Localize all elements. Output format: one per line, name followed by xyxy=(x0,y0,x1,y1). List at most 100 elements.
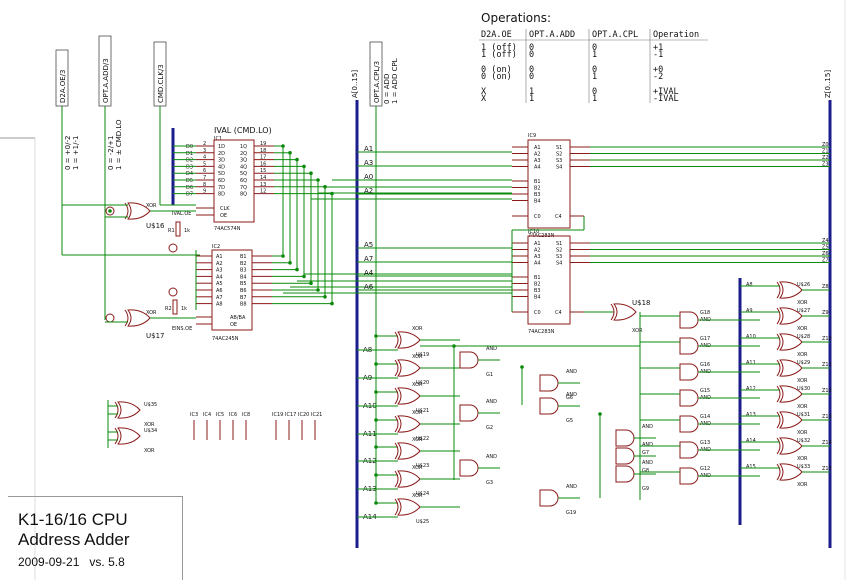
gate-type: XOR xyxy=(412,326,423,332)
adder-a-pin: A1 xyxy=(534,241,541,247)
ic1-q-pin: 6Q xyxy=(240,178,247,184)
ic2-b-pin: B1 xyxy=(240,254,247,260)
bus-label-z: Z[0..15] xyxy=(824,70,832,98)
ops-cell: +1 xyxy=(653,43,663,53)
ic2-a-pin: A8 xyxy=(216,302,223,308)
and-gate-mid xyxy=(615,465,635,483)
gate-xor-arc xyxy=(776,463,781,481)
gate-xor-arc xyxy=(776,385,781,403)
a-net-label: A14 xyxy=(746,438,756,444)
adder-body xyxy=(527,235,571,325)
xor-gate-left xyxy=(394,415,421,433)
ops-cell: 0 xyxy=(529,65,534,75)
and-gate-mid xyxy=(615,447,635,465)
ic-power-ref: IC3 xyxy=(190,412,198,418)
gate-xor-arc xyxy=(124,202,129,220)
gate-type: XOR xyxy=(412,410,423,416)
gate-ref: G18 xyxy=(700,310,710,316)
ops-cell: +0 xyxy=(653,65,663,75)
adder-s-pin: S1 xyxy=(556,241,562,247)
a-net-label: A13 xyxy=(746,412,756,418)
and-gate-mid xyxy=(539,489,559,507)
adder-a-pin: A4 xyxy=(534,165,541,171)
ic2-b-pin: B6 xyxy=(240,288,247,294)
net-label: EINS.OE xyxy=(172,326,192,332)
gate-body xyxy=(459,459,479,477)
gate-ref: G2 xyxy=(486,425,493,431)
gate-body xyxy=(779,463,803,481)
z-net-label: Z1 xyxy=(822,149,829,155)
ic1-d-pin: 5D xyxy=(218,171,225,177)
adder-s-pin: S2 xyxy=(556,152,562,158)
a-net-label: A2 xyxy=(364,187,373,195)
ic2-a-pin: A6 xyxy=(216,288,223,294)
ic1-part: 74AC574N xyxy=(214,226,241,232)
tag-d2a-oe: D2A.OE/3 xyxy=(59,70,67,103)
a-net-label: A11 xyxy=(746,360,756,366)
note-cpl-0: 0 = ADD xyxy=(383,74,391,104)
gate-body xyxy=(615,465,635,483)
z-net-label: Z2 xyxy=(822,155,829,161)
ic1-q-pin: 4Q xyxy=(240,164,247,170)
adder-c4-pin: C4 xyxy=(555,310,562,316)
note-d2a-1: 1 = +1/-1 xyxy=(72,136,80,170)
xor-gate-right xyxy=(776,437,803,455)
xor-gate-left xyxy=(394,470,421,488)
junction xyxy=(520,365,524,369)
ops-cell: -2 xyxy=(653,72,663,82)
gate-xor-arc xyxy=(124,309,129,327)
gate-type: XOR xyxy=(797,482,808,488)
gate-xor-arc xyxy=(394,359,399,377)
gate-xor-arc xyxy=(394,470,399,488)
gate-body xyxy=(397,387,421,405)
adder-c0-pin: C0 xyxy=(534,310,541,316)
gate-ref: U$25 xyxy=(416,519,429,525)
gate-body xyxy=(779,307,803,325)
gate-xor-arc xyxy=(394,442,399,460)
note-add-0: 0 = -2/+1 xyxy=(107,136,115,170)
gate-xor-arc xyxy=(776,307,781,325)
a-net-label: A4 xyxy=(364,269,374,277)
and-gate-mid xyxy=(459,404,479,422)
ic1-clk-pin: CLK xyxy=(220,206,230,212)
gate-type: XOR xyxy=(797,326,808,332)
gate-type: AND xyxy=(642,460,653,466)
ic1-input-label: D7 xyxy=(186,192,193,198)
carry-logic: A8XORU$19A9XORU$20A10XORU$21A11XORU$22A1… xyxy=(357,281,832,525)
operations-heading: Operations: xyxy=(481,11,551,25)
pin-number: 16 xyxy=(260,161,266,167)
adder-c4-pin: C4 xyxy=(555,214,562,220)
adder-a-pin: A3 xyxy=(534,254,541,260)
adder-ref: IC9 xyxy=(528,133,536,139)
gate-body xyxy=(539,374,559,392)
ic2-a-pin: A5 xyxy=(216,281,223,287)
resistor-r1 xyxy=(175,221,181,237)
gate-xor-arc xyxy=(114,401,119,419)
ops-cell: 0 xyxy=(529,50,534,60)
gate-body xyxy=(679,389,699,407)
adder-a-pin: A2 xyxy=(534,152,541,158)
and-gate-right xyxy=(679,337,699,355)
z-net-label: Z14 xyxy=(822,440,832,446)
ops-header: OPT.A.CPL xyxy=(592,30,638,40)
gate-body xyxy=(679,415,699,433)
gate-type: AND xyxy=(486,454,497,460)
gate-ref: G17 xyxy=(700,336,710,342)
xor-gate-right xyxy=(776,463,803,481)
note-d2a-0: 0 = +0/-2 xyxy=(64,136,72,170)
ic1-d-pin: 6D xyxy=(218,178,225,184)
adder-s-pin: S4 xyxy=(556,261,562,267)
adder-a-pin: A3 xyxy=(534,158,541,164)
gate-type: XOR xyxy=(797,430,808,436)
ops-cell: 1 xyxy=(592,94,597,104)
gate-ref: G1 xyxy=(486,372,493,378)
gate-xor-arc xyxy=(776,359,781,377)
and-gate-right xyxy=(679,441,699,459)
z-net-label: Z4 xyxy=(822,238,829,244)
adder-b-pin: B3 xyxy=(534,192,541,198)
gate-ref: G14 xyxy=(700,414,710,420)
adder-a-pin: A2 xyxy=(534,248,541,254)
ic1-input-label: D6 xyxy=(186,185,193,191)
pin-number: 3 xyxy=(203,148,206,154)
